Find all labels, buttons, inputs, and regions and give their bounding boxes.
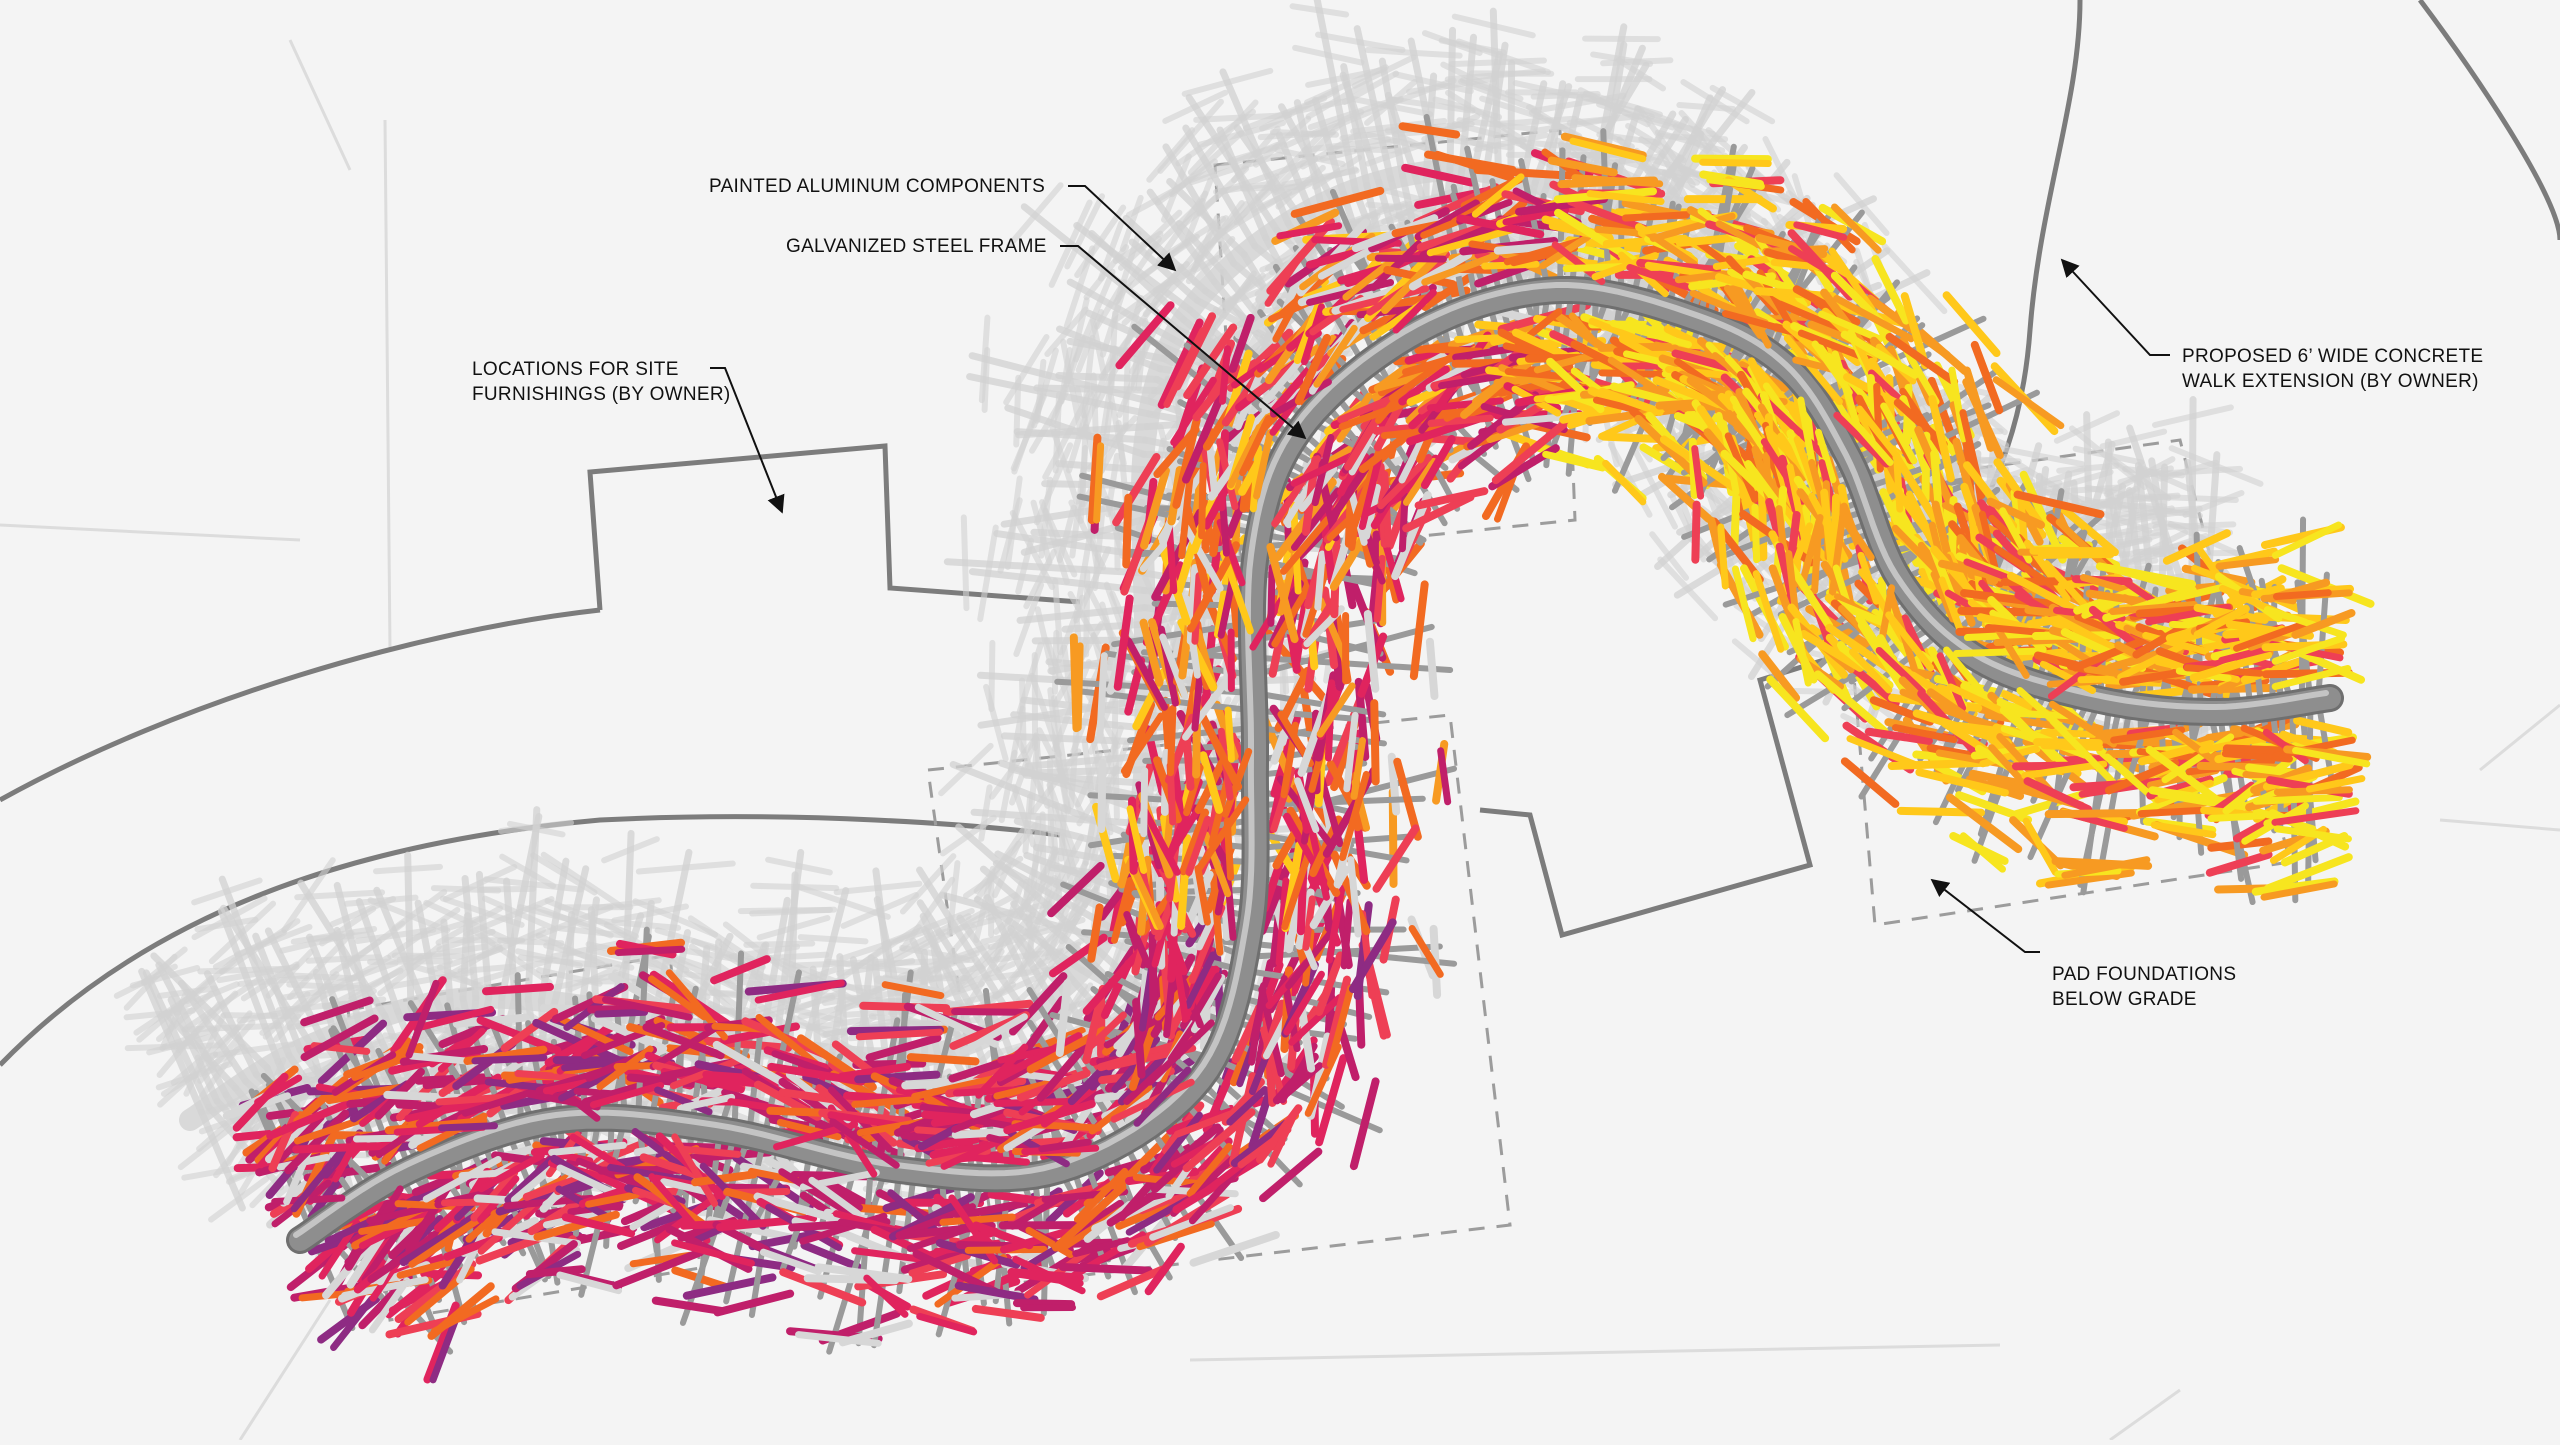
aluminum-component (955, 1011, 1030, 1012)
shadow-component (941, 746, 991, 793)
aluminum-component (1892, 763, 1987, 766)
aluminum-component (1845, 761, 1895, 804)
shadow-component (1368, 50, 1460, 56)
aluminum-component (1996, 380, 2061, 426)
shadow-component (639, 864, 733, 872)
aluminum-component (1441, 751, 1448, 802)
aluminum-component (1063, 1267, 1149, 1271)
shadow-component (837, 884, 920, 892)
aluminum-component (2049, 813, 2144, 814)
aluminum-component (1100, 656, 1105, 739)
aluminum-component (1144, 771, 1145, 834)
aluminum-component (1318, 554, 1322, 607)
shadow-component (481, 889, 533, 890)
furnishing-pad-outline (590, 446, 1080, 610)
shadow-component (964, 517, 967, 608)
aluminum-component (1695, 505, 1696, 560)
shadow-component (1660, 559, 1715, 618)
aluminum-component (1956, 651, 2039, 654)
aluminum-component (1354, 1081, 1376, 1166)
aluminum-component (808, 1278, 895, 1280)
aluminum-component (1228, 710, 1231, 759)
aluminum-component (530, 1269, 582, 1274)
aluminum-component (1126, 498, 1128, 565)
aluminum-component (2211, 816, 2263, 819)
aluminum-component (1017, 1303, 1071, 1304)
aluminum-component (296, 1146, 391, 1150)
aluminum-component (1703, 162, 1769, 163)
aluminum-component (656, 1301, 722, 1311)
aluminum-component (1625, 215, 1686, 218)
aluminum-component (1210, 447, 1215, 494)
shadow-component (753, 886, 836, 888)
aluminum-component (1430, 642, 1435, 696)
aluminum-component (1101, 763, 1102, 829)
aluminum-component (618, 949, 681, 952)
shadow-component (544, 855, 622, 907)
shadow-component (376, 867, 440, 871)
aluminum-component (1721, 527, 1726, 586)
aluminum-component (1202, 466, 1204, 536)
aluminum-component (911, 1057, 976, 1061)
aluminum-component (1171, 708, 1173, 772)
aluminum-component (577, 1091, 624, 1095)
shadow-component (801, 937, 866, 941)
aluminum-component (475, 1058, 544, 1061)
shadow-component (991, 643, 992, 709)
aluminum-component (598, 1012, 645, 1014)
shadow-component (2156, 524, 2234, 527)
aluminum-component (1425, 349, 1480, 351)
aluminum-component (2033, 551, 2110, 552)
shadow-component (981, 787, 989, 838)
aluminum-component (1271, 567, 1272, 623)
shadow-component (746, 943, 812, 944)
aluminum-component (968, 1157, 1027, 1162)
aluminum-component (486, 987, 550, 991)
shadow-component (1293, 6, 1347, 14)
shadow-component (347, 898, 416, 904)
aluminum-component (1755, 507, 1757, 560)
aluminum-component (1153, 934, 1154, 1002)
shadow-component (1332, 148, 1405, 150)
aluminum-component (1194, 1235, 1276, 1263)
aluminum-component (1374, 703, 1375, 781)
aluminum-component (1815, 522, 1819, 590)
proposed-walk-right-edge (2420, 0, 2560, 240)
aluminum-component (2044, 746, 2100, 748)
aluminum-component (1378, 258, 1443, 259)
shadow-strut (1511, 63, 1512, 176)
aluminum-component (1078, 646, 1080, 728)
aluminum-component (442, 1126, 495, 1128)
aluminum-component (1414, 584, 1425, 676)
aluminum-component (2041, 555, 2111, 556)
shadow-component (1679, 105, 1733, 109)
walk-edge-outer (0, 610, 600, 800)
aluminum-component (859, 1032, 939, 1037)
aluminum-component (1734, 489, 1736, 545)
shadow-strut (1450, 30, 1453, 170)
aluminum-component (1097, 446, 1101, 520)
shadow-component (1585, 39, 1658, 40)
aluminum-component (2192, 688, 2280, 690)
